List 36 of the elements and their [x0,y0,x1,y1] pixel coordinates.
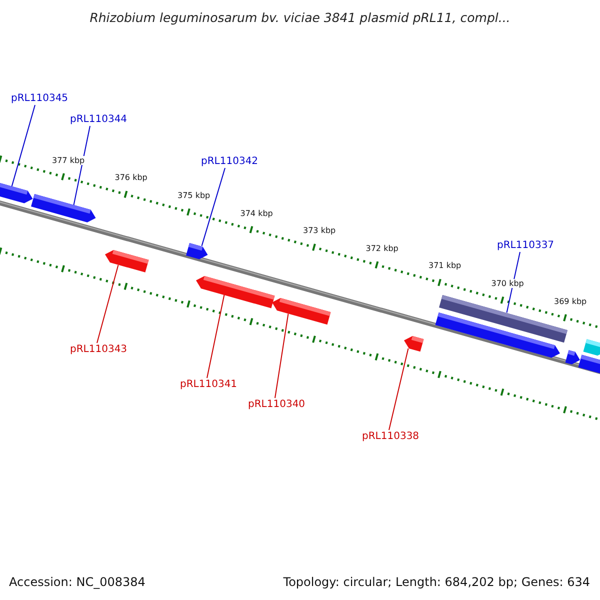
tick-label: 373 kbp [303,226,336,236]
tick-label: 375 kbp [178,190,210,200]
gene-feature [272,298,331,325]
gene-label: pRL110343 [70,344,128,355]
gene-label: pRL110344 [70,114,128,125]
gene-label: pRL110345 [11,93,68,104]
tick-label: 370 kbp [491,279,524,288]
accession-text: Accession: NC_008384 [9,575,146,589]
gene-label: pRL110340 [248,399,306,410]
tick-label: 374 kbp [240,208,273,218]
leader-line [201,168,226,246]
leader-line [73,126,90,206]
leader-line [96,264,119,344]
tick-label: 377 kbp [52,156,85,165]
gene-feature [31,194,96,222]
gene-feature [196,276,275,308]
tick-label: 371 kbp [428,261,462,270]
leader-line [206,294,225,378]
leader-line [274,313,289,398]
tick-label: 372 kbp [366,244,398,253]
gene-label: pRL110341 [180,379,238,390]
gene-feature [0,180,33,204]
gene-feature [404,336,424,352]
gene-feature [186,242,208,259]
leader-line [11,104,36,188]
gene-label: pRL110342 [201,156,258,167]
gene-bar [439,294,568,342]
gene-label: pRL110337 [497,240,554,251]
summary-text: Topology: circular; Length: 684,202 bp; Genes: 634 [283,575,590,589]
leader-line [506,252,520,314]
leader-line [388,348,409,430]
title: Rhizobium leguminosarum bv. viciae 3841 plasmid pRL11, compl... [88,10,512,25]
tick-label: 369 kbp [554,296,587,306]
tick-label: 376 kbp [114,173,148,182]
gene-feature [105,250,149,273]
gene-label: pRL110338 [362,431,420,442]
